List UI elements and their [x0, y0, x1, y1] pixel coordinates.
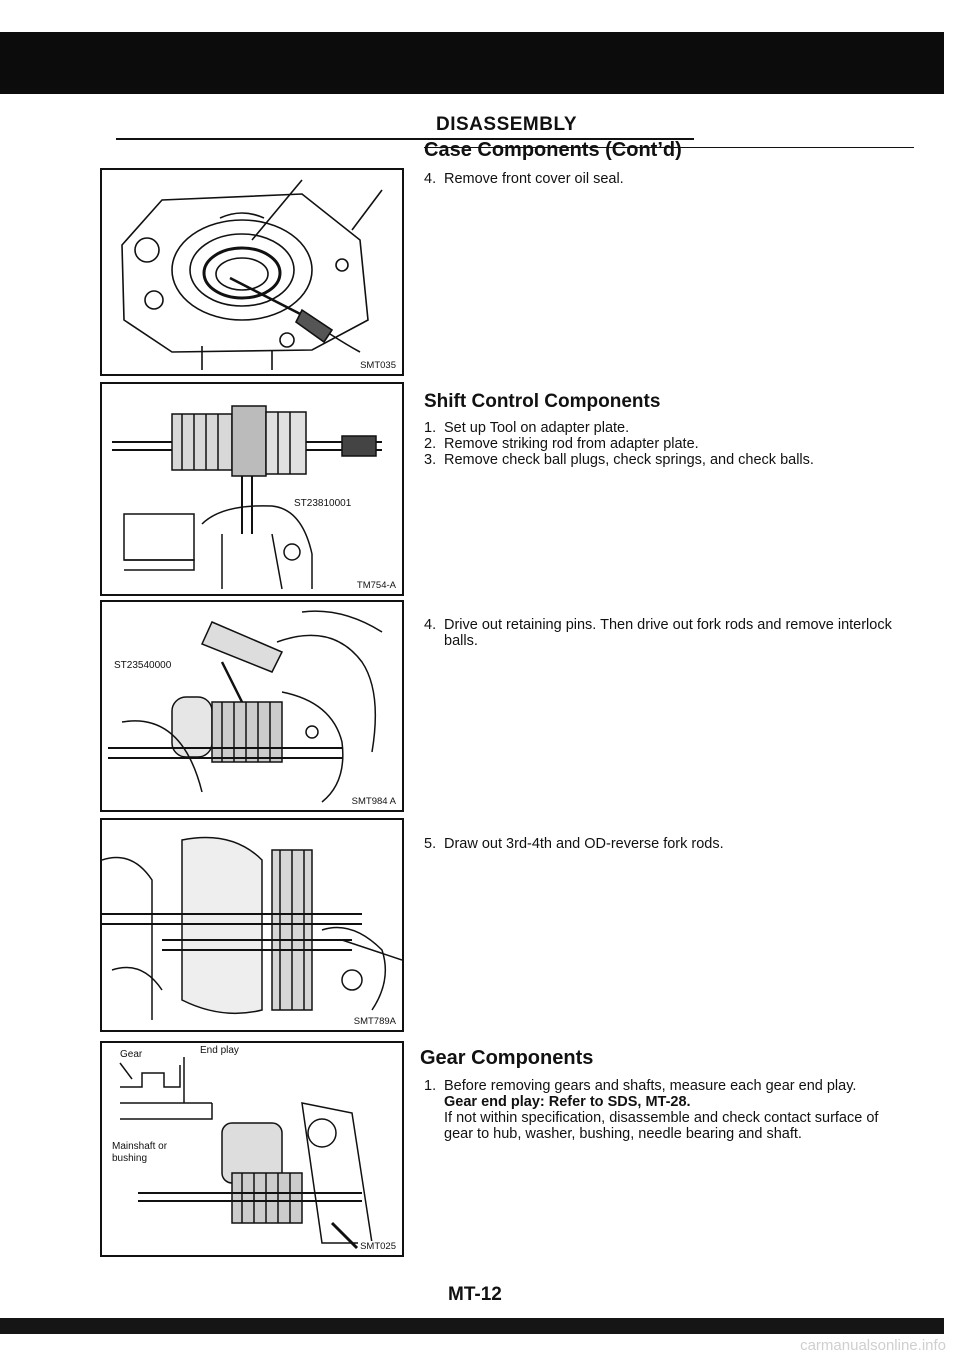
- shift-control-steps: 1.Set up Tool on adapter plate. 2.Remove…: [424, 420, 910, 468]
- gear-end-play-note: If not within specification, disassemble…: [444, 1110, 879, 1142]
- figure-shift-control-tool: ST23810001 TM754-A: [100, 382, 404, 596]
- fork-rods-illustration: [102, 836, 402, 1020]
- shift-step-2: 2.Remove striking rod from adapter plate…: [424, 436, 699, 452]
- mainshaft-label: Mainshaft or: [110, 1141, 170, 1152]
- front-cover-illustration: [121, 179, 383, 370]
- case-step-4: 4.Remove front cover oil seal.: [424, 171, 624, 187]
- shift-step-1: 1.Set up Tool on adapter plate.: [424, 420, 630, 436]
- bottom-black-bar: [0, 1318, 944, 1334]
- tool-number-label: ST23810001: [292, 498, 354, 509]
- figure-gear-end-play: Gear End play Mainshaft or bushing SMT02…: [100, 1041, 404, 1257]
- watermark: carmanualsonline.info: [800, 1337, 946, 1354]
- case-components-heading: Case Components (Cont’d): [424, 139, 682, 161]
- shift-step-4: 4.Drive out retaining pins. Then drive o…: [424, 617, 892, 649]
- figure-code: SMT035: [358, 360, 398, 371]
- bushing-label: bushing: [110, 1153, 150, 1164]
- gear-end-play-spec: Gear end play: Refer to SDS, MT-28.: [444, 1094, 691, 1110]
- end-play-label: End play: [198, 1045, 241, 1056]
- figure-fork-rods: SMT789A: [100, 818, 404, 1032]
- figure-code: SMT025: [358, 1241, 398, 1252]
- tool-number-label: ST23540000: [112, 660, 174, 671]
- gear-label: Gear: [118, 1049, 145, 1060]
- top-black-bar: [0, 32, 944, 94]
- case-heading-rule: [424, 147, 914, 148]
- figure-code: SMT984 A: [349, 796, 398, 807]
- section-title: DISASSEMBLY: [436, 114, 577, 135]
- gear-components-heading: Gear Components: [420, 1047, 594, 1069]
- gear-step-1: 1.Before removing gears and shafts, meas…: [424, 1078, 910, 1142]
- gear-end-play-illustration: [119, 1057, 373, 1250]
- figure-front-cover-seal: SMT035: [100, 168, 404, 376]
- retaining-pins-illustration: [108, 610, 383, 803]
- shift-step-5: 5.Draw out 3rd-4th and OD-reverse fork r…: [424, 836, 724, 852]
- shift-step-3: 3.Remove check ball plugs, check springs…: [424, 452, 814, 468]
- page-number: MT-12: [448, 1284, 502, 1305]
- section-rule: [116, 138, 694, 140]
- figure-retaining-pins: ST23540000 SMT984 A: [100, 600, 404, 812]
- figure-code: TM754-A: [354, 580, 398, 591]
- figure-code: SMT789A: [351, 1016, 398, 1027]
- shift-control-illustration: [112, 405, 382, 590]
- shift-control-heading: Shift Control Components: [424, 391, 661, 412]
